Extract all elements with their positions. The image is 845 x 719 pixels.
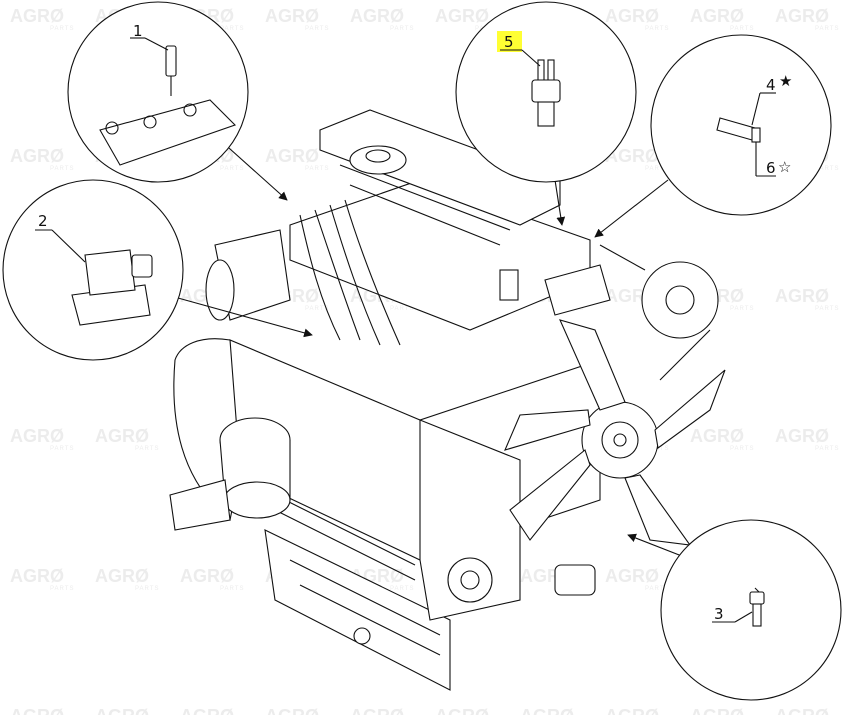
watermark-sub: PARTS (815, 26, 839, 32)
watermark-sub: PARTS (220, 586, 244, 592)
watermark-sub: PARTS (50, 586, 74, 592)
watermark-brand: AGRØ (775, 6, 829, 26)
cooling-fan (504, 319, 726, 546)
watermark-sub: PARTS (815, 166, 839, 172)
callout-highlight-5 (497, 31, 522, 52)
watermark-brand: AGRØ (10, 566, 64, 586)
leader-line-2 (177, 297, 313, 338)
watermark-sub: PARTS (730, 26, 754, 32)
watermark-sub: PARTS (50, 166, 74, 172)
engine-illustration (169, 109, 726, 691)
callout-circle-5: 5 (455, 1, 637, 183)
watermark-sub: PARTS (390, 586, 414, 592)
watermark-brand: AGRØ (690, 6, 744, 26)
watermark-brand: AGRØ (265, 706, 319, 715)
watermark-brand: AGRØ (95, 706, 149, 715)
callout-label-6: 6 (766, 159, 776, 177)
watermark-brand: AGRØ (95, 566, 149, 586)
watermark-sub: PARTS (50, 446, 74, 452)
callout-label-1: 1 (133, 22, 143, 40)
watermark-sub: PARTS (220, 166, 244, 172)
watermark-brand: AGRØ (10, 706, 64, 715)
watermark-brand: AGRØ (95, 426, 149, 446)
callout-circle-1: 1 (67, 1, 249, 183)
watermark-brand: AGRØ (265, 6, 319, 26)
watermark-sub: PARTS (305, 306, 329, 312)
leader-line-4-6 (594, 179, 669, 238)
leader-line-1 (219, 139, 288, 201)
watermark-sub: PARTS (390, 26, 414, 32)
watermark-sub: PARTS (645, 586, 669, 592)
callout-circle-3: 3 (660, 519, 842, 701)
callout-marker-6: ☆ (778, 158, 791, 176)
watermark-sub: PARTS (730, 306, 754, 312)
watermark-sub: PARTS (645, 166, 669, 172)
watermark-brand: AGRØ (435, 706, 489, 715)
callout-circle-4-6: 4 ★ 6 ☆ (650, 34, 832, 216)
watermark-brand: AGRØ (265, 146, 319, 166)
watermark-brand: AGRØ (605, 566, 659, 586)
watermark-sub: PARTS (645, 26, 669, 32)
watermark-brand: AGRØ (605, 6, 659, 26)
callout-marker-4: ★ (779, 72, 792, 90)
watermark-brand: AGRØ (775, 286, 829, 306)
watermark-sub: PARTS (305, 26, 329, 32)
watermark-brand: AGRØ (350, 6, 404, 26)
watermark-brand: AGRØ (180, 706, 234, 715)
watermark-brand: AGRØ (690, 426, 744, 446)
watermark-sub: PARTS (815, 446, 839, 452)
watermark-brand: AGRØ (690, 706, 744, 715)
watermark-brand: AGRØ (775, 706, 829, 715)
callout-label-4: 4 (766, 76, 776, 94)
watermark-sub: PARTS (305, 166, 329, 172)
callout-label-2: 2 (38, 212, 48, 230)
watermark-brand: AGRØ (605, 146, 659, 166)
callout-circle-2: 2 (2, 179, 184, 361)
watermark-sub: PARTS (50, 26, 74, 32)
watermark-sub: PARTS (220, 26, 244, 32)
watermark-sub: PARTS (815, 306, 839, 312)
watermark-sub: PARTS (390, 306, 414, 312)
callout-label-5: 5 (504, 33, 514, 51)
watermark-brand: AGRØ (435, 6, 489, 26)
watermark-brand: AGRØ (10, 146, 64, 166)
watermark-brand: AGRØ (10, 6, 64, 26)
leader-line-5 (554, 179, 566, 226)
watermark-brand: AGRØ (775, 426, 829, 446)
watermark-sub: PARTS (135, 586, 159, 592)
callout-label-3: 3 (714, 605, 724, 623)
watermark-brand: AGRØ (180, 566, 234, 586)
watermark-sub: PARTS (135, 446, 159, 452)
watermark-brand: AGRØ (605, 706, 659, 715)
watermark-brand: AGRØ (350, 706, 404, 715)
watermark-brand: AGRØ (520, 706, 574, 715)
watermark-brand: AGRØ (10, 426, 64, 446)
watermark-sub: PARTS (730, 446, 754, 452)
